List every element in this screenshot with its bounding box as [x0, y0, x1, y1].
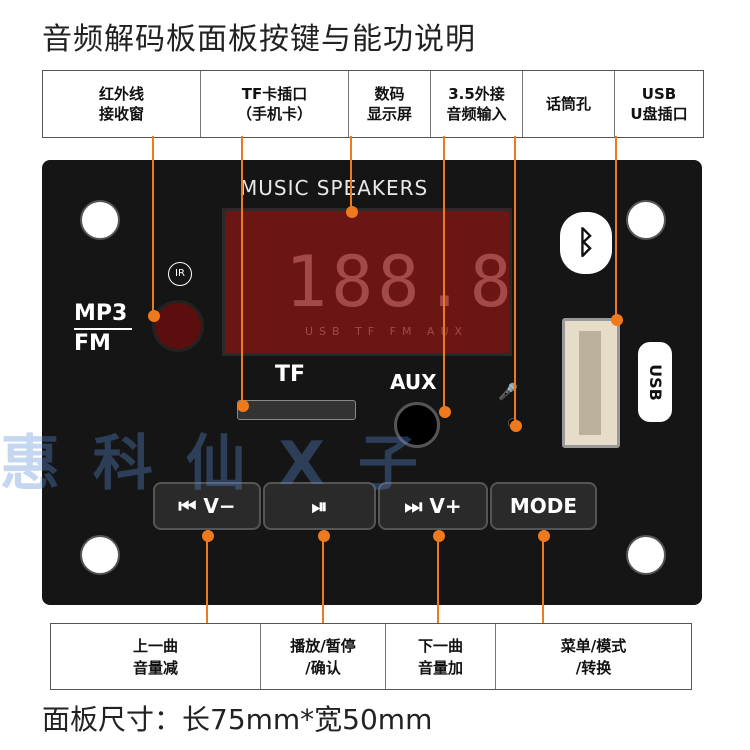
label-line2: 音频输入	[446, 105, 507, 123]
label-line1: 上一曲	[132, 636, 178, 655]
label-line1: 红外线	[98, 85, 144, 103]
leader-line	[615, 136, 617, 320]
leader-line	[322, 536, 324, 623]
label-display: 数码 显示屏	[349, 71, 431, 137]
display-digits: 188.8	[285, 241, 516, 323]
bottom-labels-box: 上一曲 音量减 播放/暂停 /确认 下一曲 音量加 菜单/模式 /转换	[50, 623, 692, 690]
label-line2: U盘插口	[630, 105, 688, 123]
ir-receiver-window	[152, 300, 204, 352]
ir-label: IR	[168, 262, 192, 286]
label-ir-window: 红外线 接收窗	[43, 71, 201, 137]
mount-hole	[626, 535, 666, 575]
leader-dot	[237, 400, 249, 412]
play-pause-button[interactable]: ⏯	[263, 482, 376, 530]
leader-line	[437, 536, 439, 623]
label-tf-slot: TF卡插口 （手机卡）	[201, 71, 349, 137]
label-line1: TF卡插口	[241, 85, 308, 103]
label-play-pause: 播放/暂停 /确认	[261, 624, 386, 689]
leader-dot	[346, 206, 358, 218]
usb-logo-text: USB	[645, 363, 665, 401]
mode-logo-bottom: FM	[74, 331, 111, 356]
label-mic-hole: 话筒孔	[523, 71, 615, 137]
leader-line	[241, 136, 243, 406]
leader-line	[514, 136, 516, 426]
aux-label: AUX	[390, 370, 437, 394]
label-prev-vol-down: 上一曲 音量减	[51, 624, 261, 689]
aux-jack[interactable]	[394, 402, 440, 448]
leader-dot	[611, 314, 623, 326]
leader-line	[443, 136, 445, 412]
leader-dot	[318, 530, 330, 542]
page-title: 音频解码板面板按键与能功说明	[42, 22, 476, 57]
label-line1: 播放/暂停	[290, 636, 356, 655]
leader-dot	[148, 310, 160, 322]
mode-logo: MP3 FM	[74, 300, 132, 358]
label-line2: /转换	[575, 658, 612, 677]
leader-dot	[439, 406, 451, 418]
leader-dot	[510, 420, 522, 432]
usb-port[interactable]	[562, 318, 620, 448]
panel-size-caption: 面板尺寸：长75mm*宽50mm	[42, 703, 433, 736]
label-line1: 话筒孔	[545, 95, 591, 113]
tf-label: TF	[275, 362, 306, 387]
label-usb-port: USB U盘插口	[615, 71, 703, 137]
watermark: 惠 科 仙 X 子	[0, 429, 424, 499]
prev-vol-down-button[interactable]: ⏮ V−	[153, 482, 261, 530]
label-line2: 音量减	[132, 658, 178, 677]
leader-line	[152, 136, 154, 316]
label-aux-in: 3.5外接 音频输入	[431, 71, 523, 137]
mode-button[interactable]: MODE	[490, 482, 597, 530]
usb-port-tongue	[579, 331, 601, 435]
leader-line	[350, 136, 352, 212]
leader-dot	[202, 530, 214, 542]
digital-display: 188.8 USB TF FM AUX	[222, 208, 512, 356]
leader-dot	[433, 530, 445, 542]
mode-logo-top: MP3	[74, 301, 128, 326]
mode-logo-divider	[74, 328, 132, 330]
mount-hole	[80, 200, 120, 240]
label-line2: 接收窗	[98, 105, 144, 123]
label-line2: （手机卡）	[236, 105, 312, 123]
label-line2: 音量加	[417, 658, 463, 677]
leader-dot	[538, 530, 550, 542]
mount-hole	[80, 535, 120, 575]
label-line2: 显示屏	[366, 105, 412, 123]
label-line1: 3.5外接	[448, 85, 505, 103]
next-vol-up-button[interactable]: ⏭ V+	[378, 482, 488, 530]
usb-logo: USB	[638, 342, 672, 422]
label-next-vol-up: 下一曲 音量加	[386, 624, 496, 689]
label-line1: 菜单/模式	[560, 636, 627, 655]
tf-card-slot[interactable]	[237, 400, 356, 420]
mount-hole	[626, 200, 666, 240]
bluetooth-icon: ᛒ	[560, 212, 612, 274]
mic-icon: 🎤	[498, 382, 518, 401]
leader-line	[206, 536, 208, 623]
brand-text: MUSIC SPEAKERS	[240, 176, 429, 200]
top-labels-box: 红外线 接收窗 TF卡插口 （手机卡） 数码 显示屏 3.5外接 音频输入 话筒…	[42, 70, 704, 138]
display-indicators: USB TF FM AUX	[305, 325, 469, 338]
label-line1: USB	[641, 85, 677, 103]
leader-line	[542, 536, 544, 623]
label-line1: 下一曲	[417, 636, 463, 655]
label-mode: 菜单/模式 /转换	[496, 624, 691, 689]
label-line2: /确认	[305, 658, 341, 677]
label-line1: 数码	[374, 85, 405, 103]
